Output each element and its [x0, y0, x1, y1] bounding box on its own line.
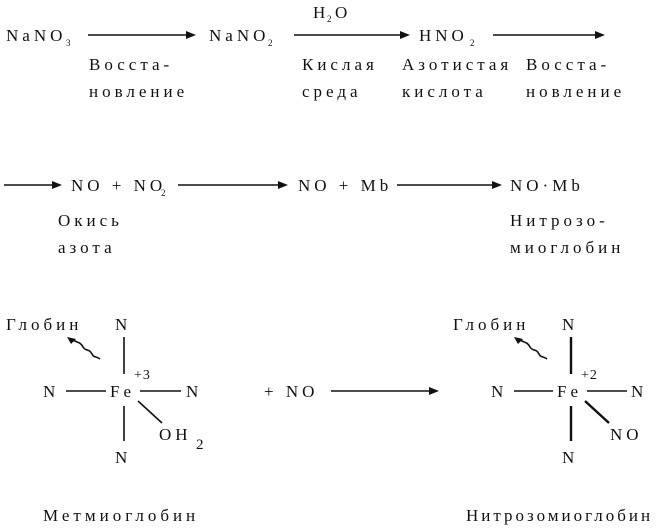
row2-nitric-oxide-binding: NO + NO 2 NO + Mb NO·Mb Окись азота Нитр…: [4, 176, 624, 257]
label-reduction-1-line1: Восста-: [89, 55, 173, 74]
n-right-right: N: [631, 382, 647, 401]
middle-reaction: + NO: [264, 382, 439, 401]
hno2-subscript: 2: [470, 38, 475, 48]
arrow-3-head: [595, 31, 605, 39]
plus-no-reagent: + NO: [264, 382, 318, 401]
n-right-left: N: [186, 382, 202, 401]
label-reduction-2-line2: новление: [526, 82, 625, 101]
fe-left: Fe: [110, 382, 135, 401]
nano2-formula: NaNO: [209, 26, 269, 45]
no-ligand-right: NO: [610, 425, 643, 444]
nano3-subscript: 3: [66, 38, 71, 48]
no-mb-product-formula: NO·Mb: [510, 176, 584, 195]
arrow-7-head: [429, 387, 439, 395]
label-nitric-oxide-line2: азота: [58, 238, 116, 257]
fe-right: Fe: [557, 382, 582, 401]
metmyoglobin-name: Метмиоглобин: [43, 506, 199, 525]
label-acid-medium-line1: Кислая: [302, 55, 378, 74]
globin-wavy-bond-left: [71, 338, 101, 360]
bond-no-right: [584, 400, 610, 424]
charge-left: +3: [134, 368, 151, 383]
n-bottom-left: N: [115, 448, 131, 467]
label-reduction-1-line2: новление: [89, 82, 188, 101]
label-nitrous-acid-line1: Азотистая: [402, 55, 512, 74]
h2o-subscript: 2: [327, 14, 332, 24]
n-top-left: N: [115, 315, 131, 334]
n-left-right: N: [491, 382, 507, 401]
arrow-4-head: [52, 181, 62, 189]
label-nitric-oxide-line1: Окись: [58, 211, 123, 230]
arrow-1-head: [186, 31, 196, 39]
nitrosomyoglobin-complex: Глобин N N Fe +2 N NO N Нитрозомиоглобин: [453, 315, 653, 525]
label-acid-medium-line2: среда: [302, 82, 362, 101]
row1-nitrate-reduction: NaNO 3 NaNO 2 H 2 O HNO 2 Восста- новлен…: [6, 3, 625, 101]
charge-right: +2: [581, 368, 598, 383]
label-nitrosomyoglobin-line1: Нитрозо-: [510, 211, 609, 230]
h2o-h: H: [313, 3, 329, 22]
water-ligand-left: OH: [159, 425, 192, 444]
bond-water-left: [137, 400, 163, 424]
arrow-6-head: [492, 181, 502, 189]
arrow-5-head: [278, 181, 288, 189]
no-plus-no2-formula: NO + NO: [71, 176, 166, 195]
label-reduction-2-line1: Восста-: [526, 55, 610, 74]
h2o-o: O: [335, 3, 351, 22]
no2-subscript: 2: [161, 188, 166, 198]
metmyoglobin-complex: Глобин N N Fe +3 N OH 2 N Метмиоглобин: [6, 315, 208, 525]
label-nitrosomyoglobin-line2: миоглобин: [510, 238, 624, 257]
globin-arrow-head-right: [514, 337, 523, 344]
globin-label-left: Глобин: [6, 315, 82, 334]
hno2-formula: HNO: [419, 26, 468, 45]
globin-wavy-bond-right: [518, 338, 548, 360]
globin-label-right: Глобин: [453, 315, 529, 334]
nano3-formula: NaNO: [6, 26, 66, 45]
water-subscript-left: 2: [196, 437, 208, 453]
arrow-2-head: [400, 31, 410, 39]
nitrosomyoglobin-name: Нитрозомиоглобин: [466, 506, 653, 525]
n-top-right: N: [562, 315, 578, 334]
n-left-left: N: [43, 382, 59, 401]
n-bottom-right: N: [562, 448, 578, 467]
nano2-subscript: 2: [268, 38, 273, 48]
globin-arrow-head-left: [67, 337, 76, 344]
no-plus-mb-formula: NO + Mb: [298, 176, 392, 195]
label-nitrous-acid-line2: кислота: [402, 82, 487, 101]
